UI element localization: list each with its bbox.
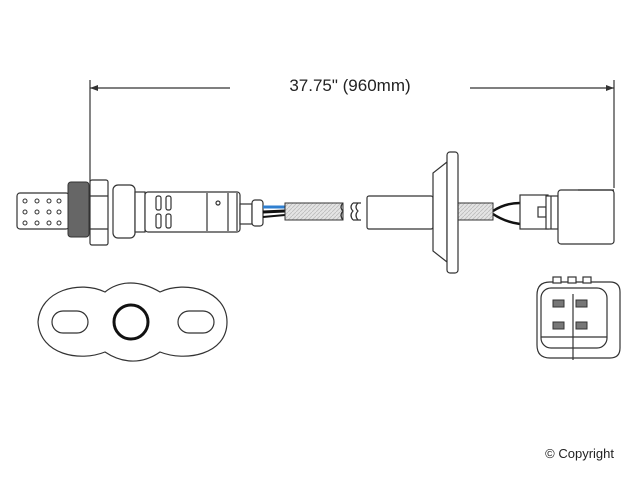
copyright-notice: © Copyright <box>545 446 614 461</box>
grommet-flange <box>432 151 459 274</box>
wires <box>262 201 521 226</box>
gasket <box>37 282 228 362</box>
dimension-label: 37.75" (960mm) <box>230 76 470 96</box>
cable-sheath <box>284 195 494 230</box>
dimension-line <box>89 80 615 188</box>
connector-side <box>519 189 615 245</box>
sensor-body <box>16 179 264 246</box>
connector-front <box>536 276 621 360</box>
